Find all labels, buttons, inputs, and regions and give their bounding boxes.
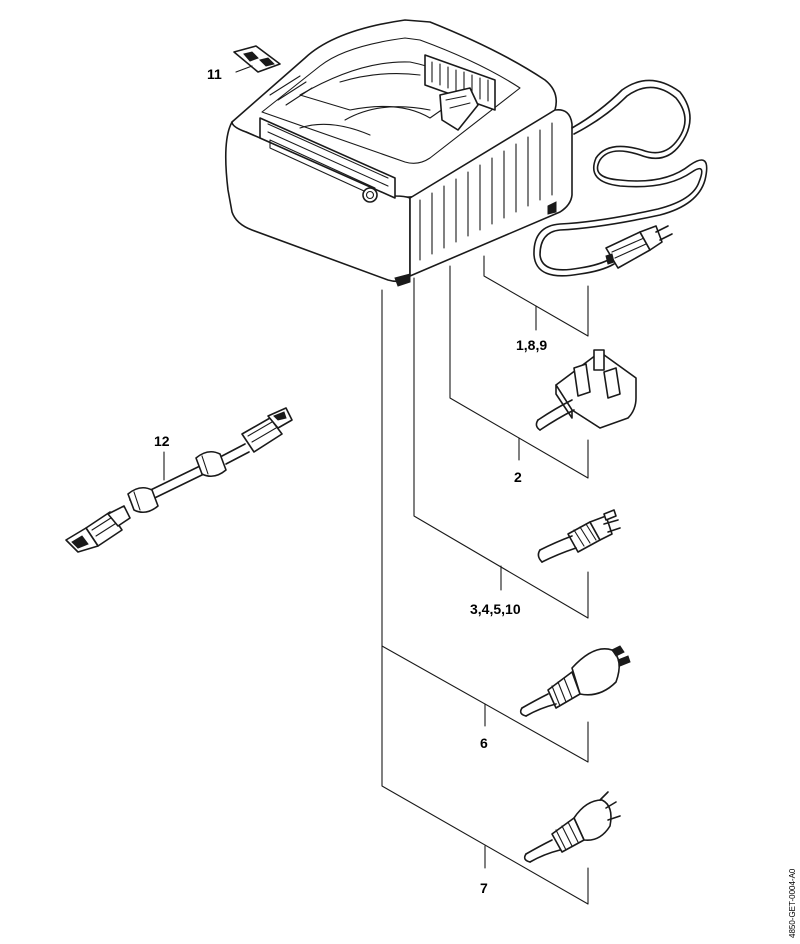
label-sticker-icon (233, 45, 281, 73)
callout-label-sticker: 11 (207, 66, 222, 82)
us-plug-icon (537, 509, 621, 563)
charger-unit-icon (224, 19, 573, 287)
callout-us-plug: 3,4,5,10 (470, 601, 521, 617)
callout-au-plug: 6 (480, 735, 488, 751)
callout-usb-cable: 12 (154, 433, 170, 449)
euro-plug-icon (533, 79, 708, 277)
document-id: 4850-GET-0004-A0 (788, 868, 797, 938)
uk-plug-icon (535, 349, 637, 431)
cn-plug-icon (523, 791, 621, 863)
callout-cn-plug: 7 (480, 880, 488, 896)
usb-cable-icon (65, 407, 293, 553)
leader-lines (163, 255, 589, 905)
callout-uk-plug: 2 (514, 469, 522, 485)
au-plug-icon (519, 645, 631, 717)
callout-euro-cord: 1,8,9 (516, 337, 547, 353)
